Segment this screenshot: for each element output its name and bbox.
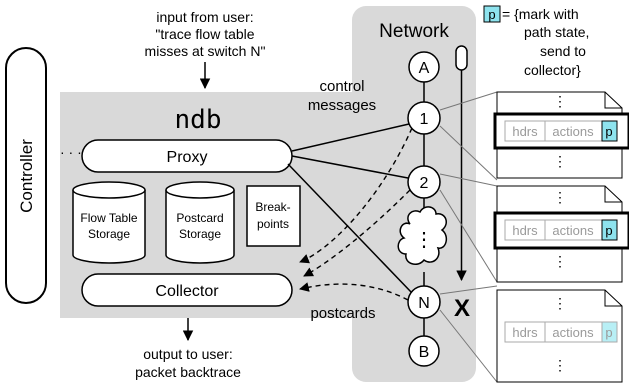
control-line-1 <box>291 123 410 152</box>
svg-text:A: A <box>419 60 430 77</box>
postcard-line-1 <box>299 127 413 264</box>
controller-proxy-ellipsis: · · · <box>60 144 82 160</box>
ndb-title: ndb <box>175 105 222 135</box>
output-text-2: packet backtrace <box>135 364 241 380</box>
node-1: 1 <box>407 101 441 135</box>
control-label-1: control <box>319 78 364 95</box>
flow-table-n-p: p <box>605 325 612 340</box>
controller-label: Controller <box>17 139 36 213</box>
zoom-line-1a <box>439 91 498 111</box>
zoom-line-1b <box>439 125 498 181</box>
postcard-storage: Postcard Storage <box>165 181 235 264</box>
postcards-label: postcards <box>310 305 375 322</box>
control-line-2 <box>291 155 409 179</box>
legend-line-2: path state, <box>524 24 589 40</box>
node-n: N <box>407 285 441 319</box>
postcard-line-n <box>299 282 409 301</box>
legend-line-4: collector} <box>524 62 581 78</box>
cloud-dots: ⋮ <box>414 229 434 251</box>
svg-text:2: 2 <box>420 175 429 192</box>
flow-table-storage: Flow Table Storage <box>72 181 146 264</box>
flow-table-1-dots-bottom: ⋮ <box>553 153 567 169</box>
postcard-label-2: Storage <box>179 227 221 241</box>
legend-line-1: = {mark with <box>502 6 579 22</box>
output-text-1: output to user: <box>143 346 233 362</box>
flow-table-1-p: p <box>605 124 612 139</box>
packet-icon <box>455 45 468 71</box>
breakpoints-label-1: Break- <box>255 200 290 214</box>
node-b: B <box>408 335 440 367</box>
legend-line-3: send to <box>540 43 586 59</box>
proxy-label: Proxy <box>167 149 208 166</box>
postcard-label-1: Postcard <box>176 211 223 225</box>
zoom-line-na <box>439 285 498 295</box>
control-line-n <box>287 163 413 294</box>
flow-table-2: ⋮ hdrs actions p ⋮ <box>493 185 629 283</box>
flow-table-n-hdrs: hdrs <box>512 325 538 340</box>
flow-table-1-hdrs: hdrs <box>512 124 538 139</box>
flow-table-1-actions: actions <box>552 124 594 139</box>
flow-table-n-dots-top: ⋮ <box>553 295 567 311</box>
svg-text:N: N <box>418 295 430 312</box>
flow-table-label-1: Flow Table <box>80 211 137 225</box>
control-label-2: messages <box>308 97 376 114</box>
breakpoints-label-2: points <box>257 217 289 231</box>
controller-box <box>5 47 47 304</box>
legend-p-label: p <box>488 7 495 22</box>
input-text-1: input from user: <box>156 9 253 25</box>
input-text-3: misses at switch N" <box>145 43 266 59</box>
zoom-line-2b <box>439 189 498 283</box>
input-text-2: "trace flow table <box>155 26 254 42</box>
flow-table-2-p: p <box>605 223 612 238</box>
collector-box <box>81 273 293 307</box>
node-2: 2 <box>407 165 441 199</box>
flow-table-label-2: Storage <box>88 227 130 241</box>
flow-table-1-dots-top: ⋮ <box>553 93 567 109</box>
flow-table-2-dots-top: ⋮ <box>553 189 567 205</box>
postcard-line-2 <box>303 189 411 277</box>
collector-label: Collector <box>155 283 219 300</box>
miss-marker: X <box>454 295 470 322</box>
flow-table-2-hdrs: hdrs <box>512 223 538 238</box>
network-title: Network <box>379 21 449 42</box>
network-cloud-icon: ⋮ <box>397 206 448 265</box>
zoom-line-nb <box>439 309 498 383</box>
flow-table-2-dots-bottom: ⋮ <box>553 253 567 269</box>
node-a: A <box>408 51 440 83</box>
breakpoints-box <box>246 185 301 247</box>
flow-table-n-dots-bottom: ⋮ <box>553 357 567 373</box>
flow-table-n: ⋮ hdrs actions p ⋮ <box>496 289 623 383</box>
flow-table-1: ⋮ hdrs actions p ⋮ <box>493 91 629 179</box>
zoom-line-2a <box>439 173 498 187</box>
flow-table-2-actions: actions <box>552 223 594 238</box>
svg-text:1: 1 <box>420 111 429 128</box>
flow-table-n-actions: actions <box>552 325 594 340</box>
legend-p-box <box>483 5 501 23</box>
svg-text:B: B <box>419 344 430 361</box>
